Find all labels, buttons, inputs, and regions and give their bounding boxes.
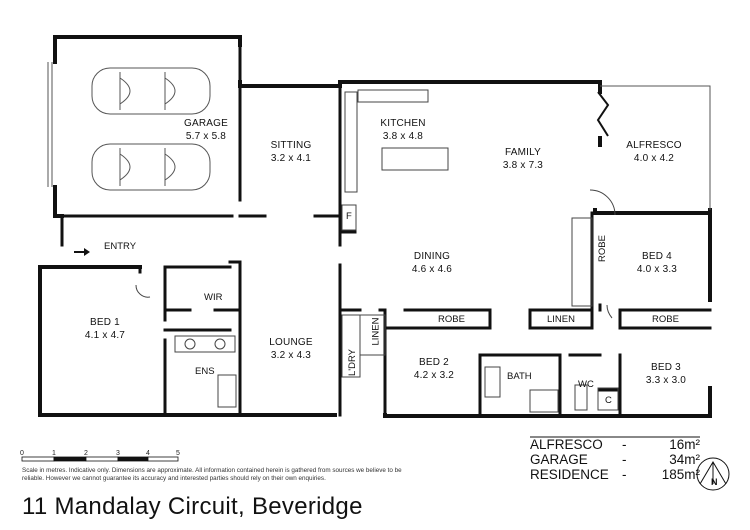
fixtures — [135, 89, 619, 413]
room-name-garage: GARAGE — [184, 118, 228, 129]
room-size-garage: 5.7 x 5.8 — [185, 131, 227, 142]
room-name-lounge: LOUNGE — [269, 337, 313, 348]
area-row-residence: RESIDENCE - 185m² — [530, 467, 700, 482]
car-bottom — [91, 143, 211, 191]
label-wir: WIR — [204, 292, 223, 303]
compass-letter: N — [711, 477, 718, 487]
area-dash: - — [622, 437, 627, 452]
area-dash: - — [622, 467, 627, 482]
label-robe-bed3: ROBE — [652, 314, 679, 325]
label-fridge: F — [346, 211, 352, 222]
label-entry: ENTRY — [104, 241, 137, 252]
area-value: 16m² — [669, 437, 700, 452]
room-size-bed4: 4.0 x 3.3 — [636, 264, 678, 275]
room-name-bed3: BED 3 — [651, 362, 681, 373]
room-name-kitchen: KITCHEN — [380, 118, 426, 129]
bifold-door — [596, 91, 610, 137]
scale-tick-2: 2 — [84, 450, 88, 457]
room-size-alfresco: 4.0 x 4.2 — [633, 153, 675, 164]
scale-tick-1: 1 — [52, 450, 56, 457]
scale-bar — [21, 456, 179, 462]
room-size-sitting: 3.2 x 4.1 — [270, 153, 312, 164]
room-name-alfresco: ALFRESCO — [626, 140, 682, 151]
scale-tick-4: 4 — [146, 450, 150, 457]
label-robe-bed4: ROBE — [596, 235, 608, 262]
disclaimer-note: Scale in metres. Indicative only. Dimens… — [22, 467, 402, 482]
room-size-bed2: 4.2 x 3.2 — [413, 370, 455, 381]
area-label: RESIDENCE — [530, 467, 609, 482]
interior-walls — [60, 43, 712, 417]
scale-tick-3: 3 — [116, 450, 120, 457]
outer-walls — [38, 35, 712, 418]
room-name-dining: DINING — [413, 251, 451, 262]
room-name-bed1: BED 1 — [90, 317, 120, 328]
room-size-family: 3.8 x 7.3 — [502, 160, 544, 171]
label-linen-main: LINEN — [547, 314, 575, 325]
room-size-dining: 4.6 x 4.6 — [411, 264, 453, 275]
room-size-bed1: 4.1 x 4.7 — [84, 330, 126, 341]
label-robe-bed2: ROBE — [438, 314, 465, 325]
car-top — [91, 67, 211, 115]
room-size-lounge: 3.2 x 4.3 — [270, 350, 312, 361]
area-value: 34m² — [669, 452, 700, 467]
scale-tick-5: 5 — [176, 450, 180, 457]
property-address: 11 Mandalay Circuit, Beveridge — [22, 493, 363, 520]
label-laundry: L'DRY — [346, 349, 358, 376]
room-name-family: FAMILY — [504, 147, 542, 158]
label-wc: WC — [578, 379, 594, 390]
label-ens: ENS — [195, 366, 215, 377]
alfresco-outline — [600, 85, 711, 210]
area-dash: - — [622, 452, 627, 467]
label-cupboard: C — [605, 395, 612, 406]
area-label: ALFRESCO — [530, 437, 603, 452]
scale-tick-0: 0 — [20, 450, 24, 457]
room-size-bed3: 3.3 x 3.0 — [645, 375, 687, 386]
area-row-alfresco: ALFRESCO - 16m² — [530, 437, 700, 452]
garage-door — [47, 62, 53, 187]
room-name-bed4: BED 4 — [642, 251, 672, 262]
room-name-sitting: SITTING — [270, 140, 312, 151]
north-compass-icon — [696, 457, 730, 491]
room-size-kitchen: 3.8 x 4.8 — [382, 131, 424, 142]
area-table: ALFRESCO - 16m² GARAGE - 34m² RESIDENCE … — [530, 437, 700, 482]
room-name-bed2: BED 2 — [419, 357, 449, 368]
label-bath: BATH — [507, 371, 532, 382]
area-row-garage: GARAGE - 34m² — [530, 452, 700, 467]
area-label: GARAGE — [530, 452, 588, 467]
area-value: 185m² — [661, 467, 700, 482]
entry-arrow — [74, 248, 90, 256]
label-linen-laundry: LINEN — [370, 317, 382, 346]
